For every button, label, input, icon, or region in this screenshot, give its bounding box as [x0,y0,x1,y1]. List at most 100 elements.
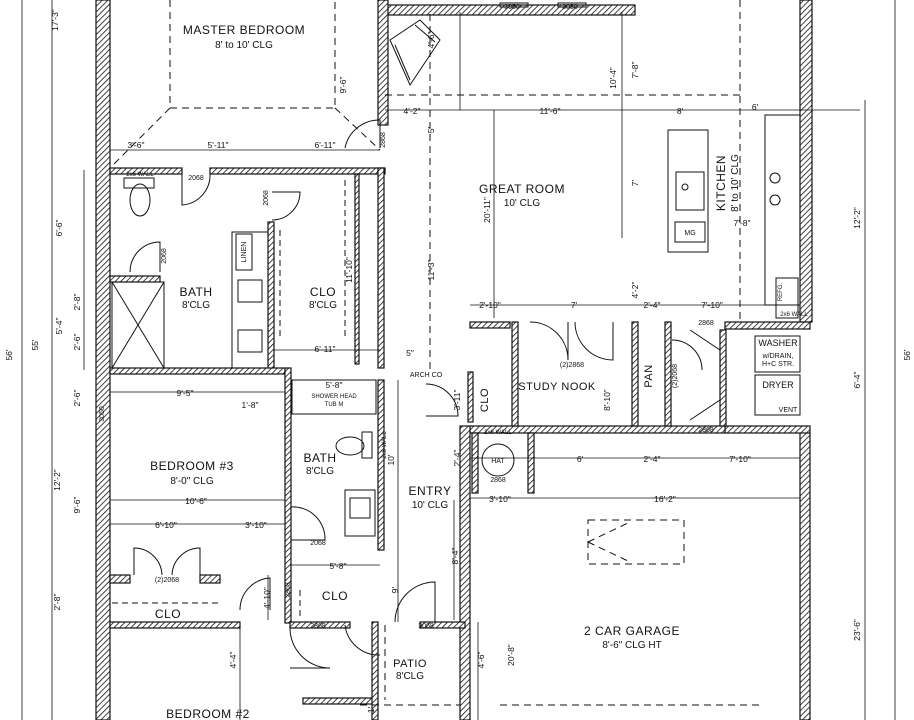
label-study-nook: STUDY NOOK [518,381,596,393]
dim-55: 55' [30,339,40,350]
dim-11-3: 11'-3" [426,259,436,280]
label-clo-b3: CLO [155,607,181,621]
tag-2x2068-v: (2)2068 [672,364,679,388]
door-bed3-clo-1 [133,547,163,576]
label-vent: VENT [779,407,798,414]
label-garage-clg: 8'-6" CLG HT [602,640,661,651]
door-laundry-1 [689,329,721,351]
wall-patio-left [371,621,379,720]
wall-patio-top [419,621,466,629]
label-dryer: DRYER [762,380,794,390]
sink-drain [681,183,689,191]
dim-4-6b: 4'-6" [476,652,486,669]
label-pan: PAN [643,364,655,387]
label-wall-3: 2x6 WALL [780,312,808,318]
kitchen-counter [764,114,801,306]
label-tub: TUB M [325,402,344,408]
tag-3050-b: 3050 [562,4,578,11]
toilet-bath2 [335,436,365,456]
tag-2x2868: (2)2868 [560,362,584,369]
sink-master-1 [237,279,263,303]
door-study-2 [574,321,614,361]
dim-7-8: 7'-8" [630,62,640,79]
tag-2868-f: 2868 [490,477,506,484]
window-top-2 [557,2,587,8]
cooktop-burner-1 [769,172,781,184]
room-labels: MASTER BEDROOM 8' to 10' CLG GREAT ROOM … [126,23,808,720]
dim-1: 1' [366,706,376,713]
label-hat: HAT [491,458,505,465]
tag-2868-e: 2868 [310,623,326,630]
dim-3-10b: 3'-10" [489,494,511,504]
label-bath-2: BATH [303,451,336,465]
door-master-wc [181,173,211,206]
label-bedroom-3: BEDROOM #3 [150,459,234,473]
dim-2-8: 2'-8" [72,294,82,311]
dim-6-11-top: 6'-11" [314,140,335,150]
wall-clo-left [267,221,275,373]
dim-2-8b: 2'-8" [52,594,62,611]
dim-10-6: 10'-6" [185,496,207,506]
dim-4-2-mid: 4'-2" [630,282,640,299]
ceiling-lines [109,0,760,706]
wall-wh-right [527,432,535,494]
dim-8-4: 8'-4" [450,548,460,565]
tag-3050-a: 3050 [504,4,520,11]
wall-study-top [469,321,511,329]
toilet-tank-bath2 [361,431,373,459]
door-entry [344,624,381,656]
dryer [754,374,801,416]
tag-2068-c: 2068 [161,248,168,264]
label-arch-co: ARCH CO [410,372,443,379]
dim-2-4: 2'-4" [644,300,661,310]
dim-9-6: 9'-6" [338,77,348,94]
dim-3-10: 3'-10" [245,520,267,530]
kitchen-sink [675,171,705,211]
label-wall-2: 2x6 WALL [484,430,512,436]
dimension-lines [21,0,896,720]
dim-7-10b: 7'-10" [729,454,751,464]
dim-6-4: 6'-4" [852,372,862,389]
dim-3-11: 3'-11" [452,389,462,410]
fixtures [111,19,801,620]
label-great-room-clg: 10' CLG [504,198,541,209]
garage-attic-access [587,519,685,565]
label-entry: ENTRY [409,484,452,498]
master-tray-diag-right [334,107,381,151]
tag-2868-c: 2868 [698,427,714,434]
linen-cab [235,233,253,271]
door-swings [129,2,721,669]
dim-11-6: 11'-6" [539,106,560,116]
label-linen: LINEN [241,242,248,263]
label-bedroom-3-clg: 8'-0" CLG [170,476,213,487]
dim-2-10: 2'-10" [479,300,501,310]
label-washer: WASHER [758,338,798,348]
wall-study-left [511,321,519,427]
dim-7-8b: 7'-8" [734,218,751,228]
attic-line-2 [587,541,631,563]
label-washer-note-2: H+C STR. [762,361,794,368]
label-master-bedroom: MASTER BEDROOM [183,23,305,37]
wall-bath-right [377,167,385,369]
label-bath-1-clg: 8'CLG [182,300,210,311]
label-bath-2-clg: 8'CLG [306,466,334,477]
tag-2068-a: 2068 [188,175,204,182]
washer [754,335,801,373]
dim-2-4c: 2'-4" [644,454,661,464]
tag-2x2068: (2)2068 [155,577,179,584]
sink-master-2 [237,329,263,353]
dim-20-8: 20'-8" [506,644,516,666]
tag-3050-c: 3050 [99,406,106,422]
dim-4-4: 4'-4" [228,652,238,669]
dim-6b: 6' [577,454,584,464]
wall-bed3-clo-right [199,574,221,584]
vanity-bath2 [344,489,376,537]
label-clo-hall: CLO [322,589,348,603]
label-garage: 2 CAR GARAGE [584,624,680,638]
tag-3068: 3068 [418,623,434,630]
door-bed3-clo-2 [171,547,201,576]
dim-11-10: 11'-10" [344,257,354,283]
tag-2868-b: 2868 [698,320,714,327]
sink-bath2 [349,497,371,519]
